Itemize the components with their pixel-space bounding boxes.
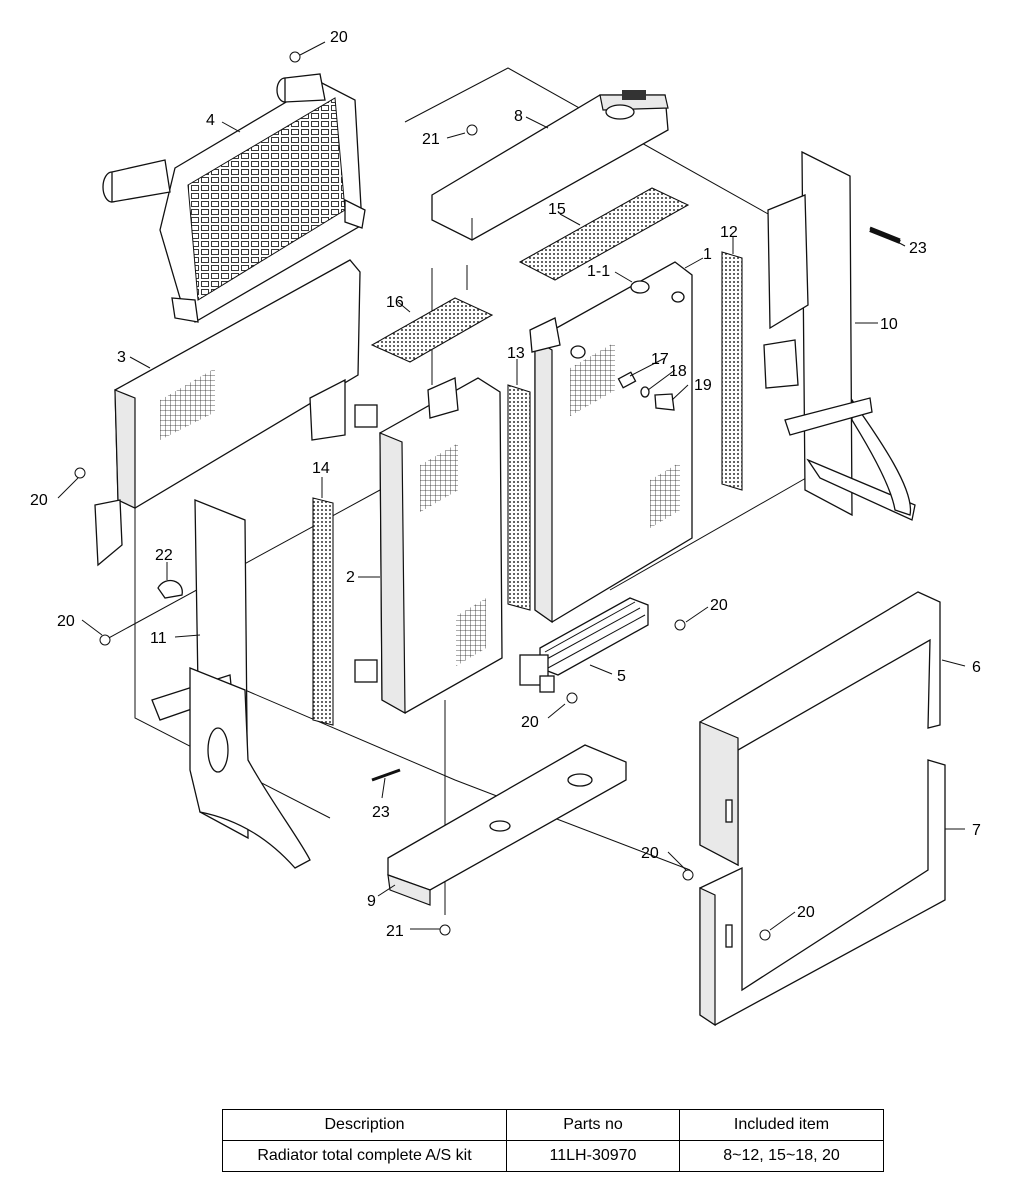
callout-20: 20 xyxy=(710,597,728,614)
callout-15: 15 xyxy=(548,201,566,218)
part-16-seal-strip xyxy=(370,297,494,363)
callout-leaders xyxy=(57,41,966,931)
part-8-top-bracket xyxy=(431,90,669,241)
part-4-intercooler xyxy=(102,73,366,323)
callout-23: 23 xyxy=(909,240,927,257)
callout-20: 20 xyxy=(30,492,48,509)
part-11-left-bracket xyxy=(151,499,311,869)
callout-8: 8 xyxy=(514,108,523,125)
callout-3: 3 xyxy=(117,349,126,366)
callout-5: 5 xyxy=(617,668,626,685)
part-2-oil-cooler xyxy=(354,377,503,715)
part-5-fuel-cooler xyxy=(519,597,649,693)
part-7-lower-frame xyxy=(699,759,946,1027)
callout-20: 20 xyxy=(521,714,539,731)
callout-7: 7 xyxy=(972,822,981,839)
callout-9: 9 xyxy=(367,893,376,910)
column-header-included-item: Included item xyxy=(679,1109,884,1141)
part-23-split-pin-top xyxy=(869,226,901,242)
callout-11: 11 xyxy=(150,630,167,647)
callout-4: 4 xyxy=(206,112,215,129)
cell-included-item: 8~12, 15~18, 20 xyxy=(679,1140,884,1172)
cell-description: Radiator total complete A/S kit xyxy=(222,1140,507,1172)
callout-2: 2 xyxy=(346,569,355,586)
callout-labels: 20 4 21 8 23 15 12 1 1-1 10 16 3 13 17 1… xyxy=(30,29,981,940)
part-9-bottom-bracket xyxy=(387,744,627,906)
parts-kit-table: Description Parts no Included item Radia… xyxy=(222,1109,884,1172)
part-10-right-bracket xyxy=(763,150,916,521)
part-14-side-seal xyxy=(312,497,334,726)
callout-12: 12 xyxy=(720,224,738,241)
callout-19: 19 xyxy=(694,377,712,394)
column-header-parts-no: Parts no xyxy=(506,1109,680,1141)
callout-13: 13 xyxy=(507,345,525,362)
callout-1: 1 xyxy=(703,246,712,263)
callout-10: 10 xyxy=(880,316,898,333)
part-15-seal-strip xyxy=(518,187,690,281)
table-row: Radiator total complete A/S kit 11LH-309… xyxy=(222,1140,884,1172)
callout-20: 20 xyxy=(641,845,659,862)
callout-20: 20 xyxy=(57,613,75,630)
bolts xyxy=(74,51,771,941)
part-3-condenser xyxy=(94,259,361,567)
callout-23: 23 xyxy=(372,804,390,821)
exploded-parts-diagram: 20 4 21 8 23 15 12 1 1-1 10 16 3 13 17 1… xyxy=(30,29,981,1027)
callout-22: 22 xyxy=(155,547,173,564)
column-header-description: Description xyxy=(222,1109,507,1141)
cell-parts-no: 11LH-30970 xyxy=(506,1140,680,1172)
callout-21: 21 xyxy=(386,923,404,940)
part-23-split-pin-bottom xyxy=(371,768,401,782)
part-22-clip xyxy=(157,579,183,599)
part-1-radiator xyxy=(529,261,693,624)
callout-18: 18 xyxy=(669,363,687,380)
part-13-side-seal xyxy=(507,384,531,611)
callout-16: 16 xyxy=(386,294,404,311)
parts-17-18-19-drain-fittings xyxy=(617,371,675,411)
callout-17: 17 xyxy=(651,351,669,368)
part-6-upper-frame xyxy=(699,591,941,867)
part-12-side-seal xyxy=(721,251,743,491)
callout-20: 20 xyxy=(797,904,815,921)
table-header-row: Description Parts no Included item xyxy=(222,1109,884,1141)
callout-1-1: 1-1 xyxy=(587,263,610,280)
callout-20: 20 xyxy=(330,29,348,46)
callout-6: 6 xyxy=(972,659,981,676)
callout-21: 21 xyxy=(422,131,440,148)
callout-14: 14 xyxy=(312,460,330,477)
